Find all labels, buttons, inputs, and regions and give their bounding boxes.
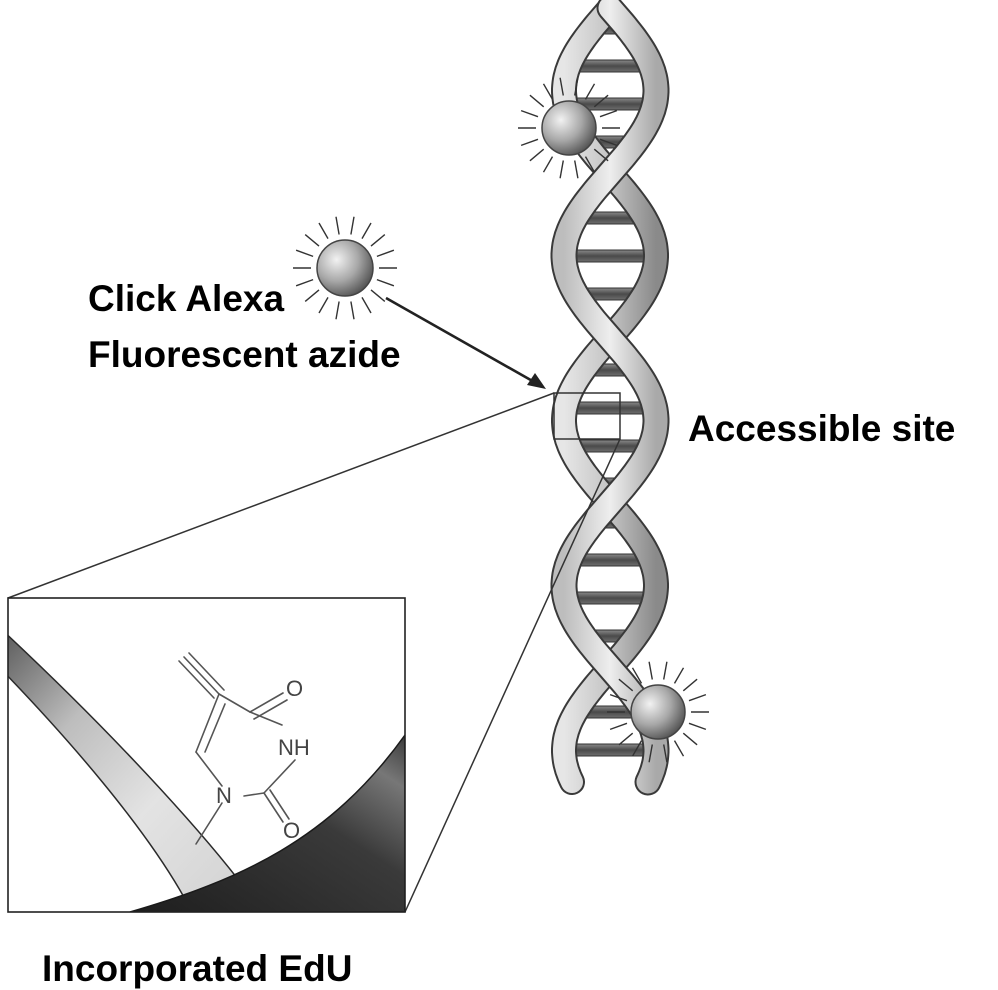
- fluorophore-sphere: [316, 239, 374, 297]
- atom-n: N: [216, 783, 232, 808]
- fluorophore-ray: [663, 661, 668, 680]
- fluorophore-ray: [370, 289, 386, 302]
- fluorophore-ray: [376, 249, 395, 258]
- fluorophore-ray: [574, 77, 579, 96]
- fluorophore-ray: [631, 667, 643, 684]
- arrow-to-site: [385, 296, 546, 389]
- fluorophore-ray: [593, 94, 609, 108]
- fluorophore-ray: [609, 722, 628, 731]
- fluorophore-free-icon: [293, 216, 397, 320]
- fluorophore-ray: [584, 83, 596, 100]
- fluorophore-ray: [574, 160, 579, 179]
- zoom-line-bottom: [404, 438, 621, 913]
- fluorophore-ray: [304, 234, 320, 247]
- base-pair-rod: [563, 249, 657, 263]
- fluorophore-sphere: [630, 684, 686, 740]
- label-incorporated-edu: Incorporated EdU: [42, 948, 353, 989]
- fluorophore-ray: [295, 278, 314, 287]
- fluorophore-ray: [361, 297, 372, 314]
- fluorophore-ray: [520, 138, 539, 147]
- fluorophore-ray: [520, 109, 539, 118]
- fluorophore-ray: [370, 234, 386, 247]
- edu-molecule: [178, 652, 296, 845]
- fluorophore-ray: [663, 744, 668, 763]
- fluorophore-ray: [599, 109, 618, 118]
- fluorophore-ray: [584, 156, 596, 173]
- fluorophore-ray: [648, 744, 653, 763]
- fluorophore-ray: [599, 138, 618, 147]
- label-fluorescent-azide: Fluorescent azide: [88, 334, 401, 375]
- fluorophore-ray: [559, 77, 564, 96]
- fluorophore-ray: [318, 297, 329, 314]
- dna-strand-front-fill: [552, 0, 668, 794]
- fluorophore-ray: [350, 216, 355, 235]
- fluorophore-ray: [361, 222, 372, 239]
- fluorophore-sphere: [541, 100, 597, 156]
- fluorophore-ray: [682, 678, 698, 692]
- atom-o-bottom: O: [283, 818, 300, 843]
- fluorophore-ray: [609, 693, 628, 702]
- fluorophore-ray: [542, 156, 554, 173]
- fluorophore-ray: [318, 222, 329, 239]
- zoom-strand-dark: [129, 733, 405, 912]
- accessible-site-box: [553, 392, 621, 440]
- label-accessible-site: Accessible site: [688, 408, 956, 449]
- zoom-line-top: [7, 392, 555, 599]
- fluorophore-ray: [304, 289, 320, 302]
- fluorophore-ray: [648, 661, 653, 680]
- atom-o-top: O: [286, 676, 303, 701]
- fluorophore-ray: [593, 148, 609, 162]
- fluorophore-ray: [673, 740, 685, 757]
- fluorophore-ray: [688, 722, 707, 731]
- fluorophore-ray: [542, 83, 554, 100]
- fluorophore-ray: [529, 148, 545, 162]
- fluorophore-ray: [295, 249, 314, 258]
- atom-nh: NH: [278, 735, 310, 760]
- fluorophore-ray: [335, 216, 340, 235]
- fluorophore-ray: [376, 278, 395, 287]
- fluorophore-bound-bottom-icon: [607, 661, 709, 763]
- fluorophore-ray: [559, 160, 564, 179]
- zoom-inset: O NH N O: [7, 597, 406, 913]
- fluorophore-ray: [350, 301, 355, 320]
- fluorophore-ray: [673, 667, 685, 684]
- base-pair-rod: [563, 743, 657, 757]
- label-click-alexa: Click Alexa: [88, 278, 285, 319]
- fluorophore-ray: [335, 301, 340, 320]
- fluorophore-ray: [688, 693, 707, 702]
- fluorophore-ray: [529, 94, 545, 108]
- fluorophore-ray: [618, 732, 634, 746]
- fluorophore-ray: [682, 732, 698, 746]
- fluorophore-ray: [618, 678, 634, 692]
- fluorophore-ray: [631, 740, 643, 757]
- zoom-inset-frame: [7, 597, 406, 913]
- fluorophore-bound-top-icon: [518, 77, 620, 179]
